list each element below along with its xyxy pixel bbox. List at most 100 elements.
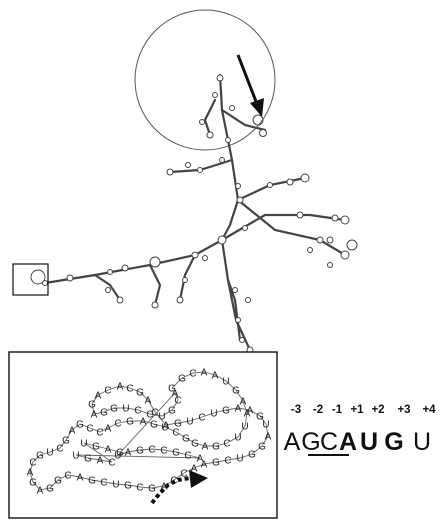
- nucleotide: G: [191, 439, 199, 450]
- hairpin-loop: [301, 174, 309, 182]
- backbone-branch: [238, 178, 305, 200]
- nucleotide: C: [189, 369, 196, 380]
- position-label: +3: [397, 404, 410, 416]
- nucleotide: U: [186, 417, 193, 428]
- hairpin-loop: [167, 169, 173, 175]
- nucleotide: G: [232, 386, 240, 397]
- nucleotide: G: [150, 420, 158, 431]
- position-label: +4: [422, 404, 436, 416]
- hairpin-loop: [218, 236, 226, 244]
- hairpin-loop: [150, 257, 160, 267]
- nucleotide: A: [105, 424, 112, 435]
- hairpin-loop: [246, 298, 251, 303]
- hairpin-loop: [117, 297, 123, 303]
- sequence-base: A: [339, 428, 357, 456]
- hairpin-loop: [106, 288, 111, 293]
- hairpin-loop: [233, 288, 238, 293]
- nucleotide: C: [64, 471, 71, 482]
- nucleotide: G: [124, 481, 132, 492]
- position-label: -2: [313, 404, 323, 416]
- nucleotide: A: [125, 448, 132, 459]
- nucleotide: G: [54, 476, 62, 487]
- hairpin-loop: [177, 297, 183, 303]
- hairpin-loop: [198, 168, 203, 173]
- hairpin-loop: [317, 237, 323, 243]
- nucleotide: U: [158, 412, 165, 423]
- position-label: +1: [350, 404, 364, 416]
- nucleotide: G: [172, 448, 180, 459]
- nucleotide: G: [182, 434, 190, 445]
- hairpin-loop: [108, 270, 113, 275]
- nucleotide: C: [56, 444, 63, 455]
- position-label: -3: [291, 404, 301, 416]
- hairpin-loop: [332, 215, 338, 221]
- nucleotide: A: [117, 382, 124, 393]
- nucleotide: G: [110, 404, 118, 415]
- hairpin-loop: [192, 252, 198, 258]
- nucleotide: A: [37, 486, 44, 497]
- hairpin-loop: [230, 106, 235, 111]
- nucleotide: G: [212, 442, 220, 453]
- nucleotide: G: [248, 450, 256, 461]
- nucleotide: C: [223, 439, 230, 450]
- nucleotide: G: [116, 448, 124, 459]
- hairpin-loop: [186, 163, 191, 168]
- nucleotide: U: [210, 409, 217, 420]
- sequence-annotation: -3-2-1+1+2+3+4 AGCAUGU: [284, 404, 436, 456]
- position-label: -1: [332, 404, 343, 416]
- sequence-base: C: [320, 428, 338, 456]
- nucleotide: G: [222, 406, 230, 417]
- nucleotide: C: [136, 483, 143, 494]
- backbone-branch: [180, 255, 195, 300]
- hairpin-loop: [122, 265, 128, 271]
- hairpin-loop: [260, 130, 267, 137]
- hairpin-loop: [268, 183, 273, 188]
- nucleotide: G: [126, 417, 134, 428]
- backbone-branch: [150, 265, 160, 305]
- hairpin-loop: [236, 184, 241, 189]
- nucleotide: G: [256, 412, 264, 423]
- nucleotide: U: [122, 404, 129, 415]
- kozak-sequence: AGCAUGU: [284, 428, 431, 456]
- hairpin-loop: [203, 256, 208, 261]
- nucleotide: G: [36, 451, 44, 462]
- sequence-base: G: [301, 428, 320, 456]
- hairpin-loop: [328, 263, 333, 268]
- nucleotide: U: [112, 480, 119, 491]
- nucleotide: A: [105, 445, 112, 456]
- nucleotide: C: [100, 478, 107, 489]
- hairpin-loop: [341, 251, 349, 259]
- hairpin-loop: [243, 226, 248, 231]
- backbone-branch: [222, 215, 345, 240]
- highlight-circle: [135, 10, 275, 150]
- nucleotide: U: [241, 422, 248, 433]
- nucleotide: C: [146, 410, 153, 421]
- hairpin-loop: [287, 179, 293, 185]
- hairpin-loop: [347, 240, 357, 250]
- hairpin-loop: [217, 75, 223, 81]
- nucleotide: G: [168, 406, 176, 417]
- sequence-base: U: [413, 428, 431, 456]
- nucleotide: C: [86, 424, 93, 435]
- nucleotide: U: [72, 451, 79, 462]
- nucleotide: G: [100, 408, 108, 419]
- nucleotide: A: [91, 410, 98, 421]
- overview-structure: [31, 75, 357, 353]
- nucleotide: C: [108, 458, 115, 469]
- hairpin-loop: [341, 216, 349, 224]
- nucleotide: G: [92, 442, 100, 453]
- nucleotide: C: [184, 451, 191, 462]
- hairpin-loop: [207, 132, 213, 138]
- nucleotide: C: [224, 456, 231, 467]
- nucleotide: A: [77, 473, 84, 484]
- nucleotide: U: [234, 433, 241, 444]
- nucleotide: G: [84, 454, 92, 465]
- hairpin-loop: [308, 248, 313, 253]
- hairpin-loop: [213, 93, 218, 98]
- nucleotide: G: [88, 476, 96, 487]
- sequence-base: U: [360, 428, 378, 456]
- nucleotide: G: [46, 484, 54, 495]
- nucleotide: A: [235, 404, 242, 415]
- nucleotide: C: [134, 406, 141, 417]
- position-label: +2: [371, 404, 384, 416]
